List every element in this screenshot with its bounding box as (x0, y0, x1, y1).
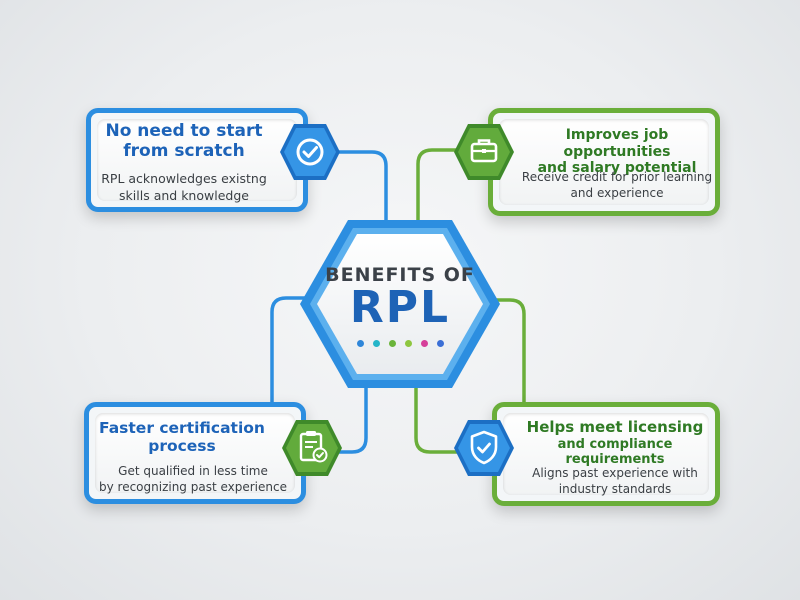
card-title-line: process (148, 437, 216, 456)
card-description-line: Aligns past experience with (532, 466, 698, 480)
connector-bottom-left (270, 296, 328, 432)
briefcase-icon (452, 122, 516, 182)
card-title-line: No need to start (105, 121, 263, 141)
card-title-line: and salary potential (537, 160, 697, 177)
card-title-line: Helps meet licensing (526, 418, 704, 436)
color-dot (388, 340, 396, 347)
color-dots (345, 340, 455, 347)
color-dot (436, 340, 444, 347)
checkmark-icon (278, 122, 342, 182)
card-description-line: skills and knowledge (119, 187, 249, 203)
shield-check-icon (452, 418, 516, 478)
benefit-card-top-left: No need to start from scratch RPL acknow… (86, 108, 308, 212)
card-title-line: and compliance requirements (557, 436, 673, 468)
benefit-card-top-right: Improves job opportunities and salary po… (488, 108, 720, 216)
color-dot (356, 340, 364, 347)
color-dot (404, 340, 412, 347)
card-description-line: industry standards (558, 482, 672, 497)
card-description-line: by recognizing past experience (98, 480, 287, 495)
card-description-line: RPL acknowledges existng (101, 171, 267, 186)
card-description-line: and experience (570, 186, 664, 201)
card-title-line: Improves job opportunities (563, 127, 671, 160)
connector-top-right-2 (474, 298, 526, 406)
connector-bottom-right (414, 370, 502, 454)
clipboard-check-icon (280, 418, 344, 478)
benefit-card-bottom-left: Faster certification process Get qualifi… (84, 402, 306, 504)
card-description-line: Get qualified in less time (118, 464, 268, 478)
connector-top-right (416, 148, 490, 238)
center-acronym: RPL (349, 282, 451, 333)
connector-bottom-left-2 (298, 370, 368, 454)
card-description-line: Receive credit for prior learning (521, 170, 713, 184)
center-hexagon (296, 214, 504, 394)
color-dot (420, 340, 428, 347)
card-title-line: Faster certification (99, 419, 265, 437)
center-heading: BENEFITS OF (325, 264, 475, 286)
connector-top-left (316, 150, 388, 252)
color-dot (372, 340, 380, 347)
card-title-line: from scratch (123, 141, 245, 162)
benefit-card-bottom-right: Helps meet licensing and compliance requ… (492, 402, 720, 506)
